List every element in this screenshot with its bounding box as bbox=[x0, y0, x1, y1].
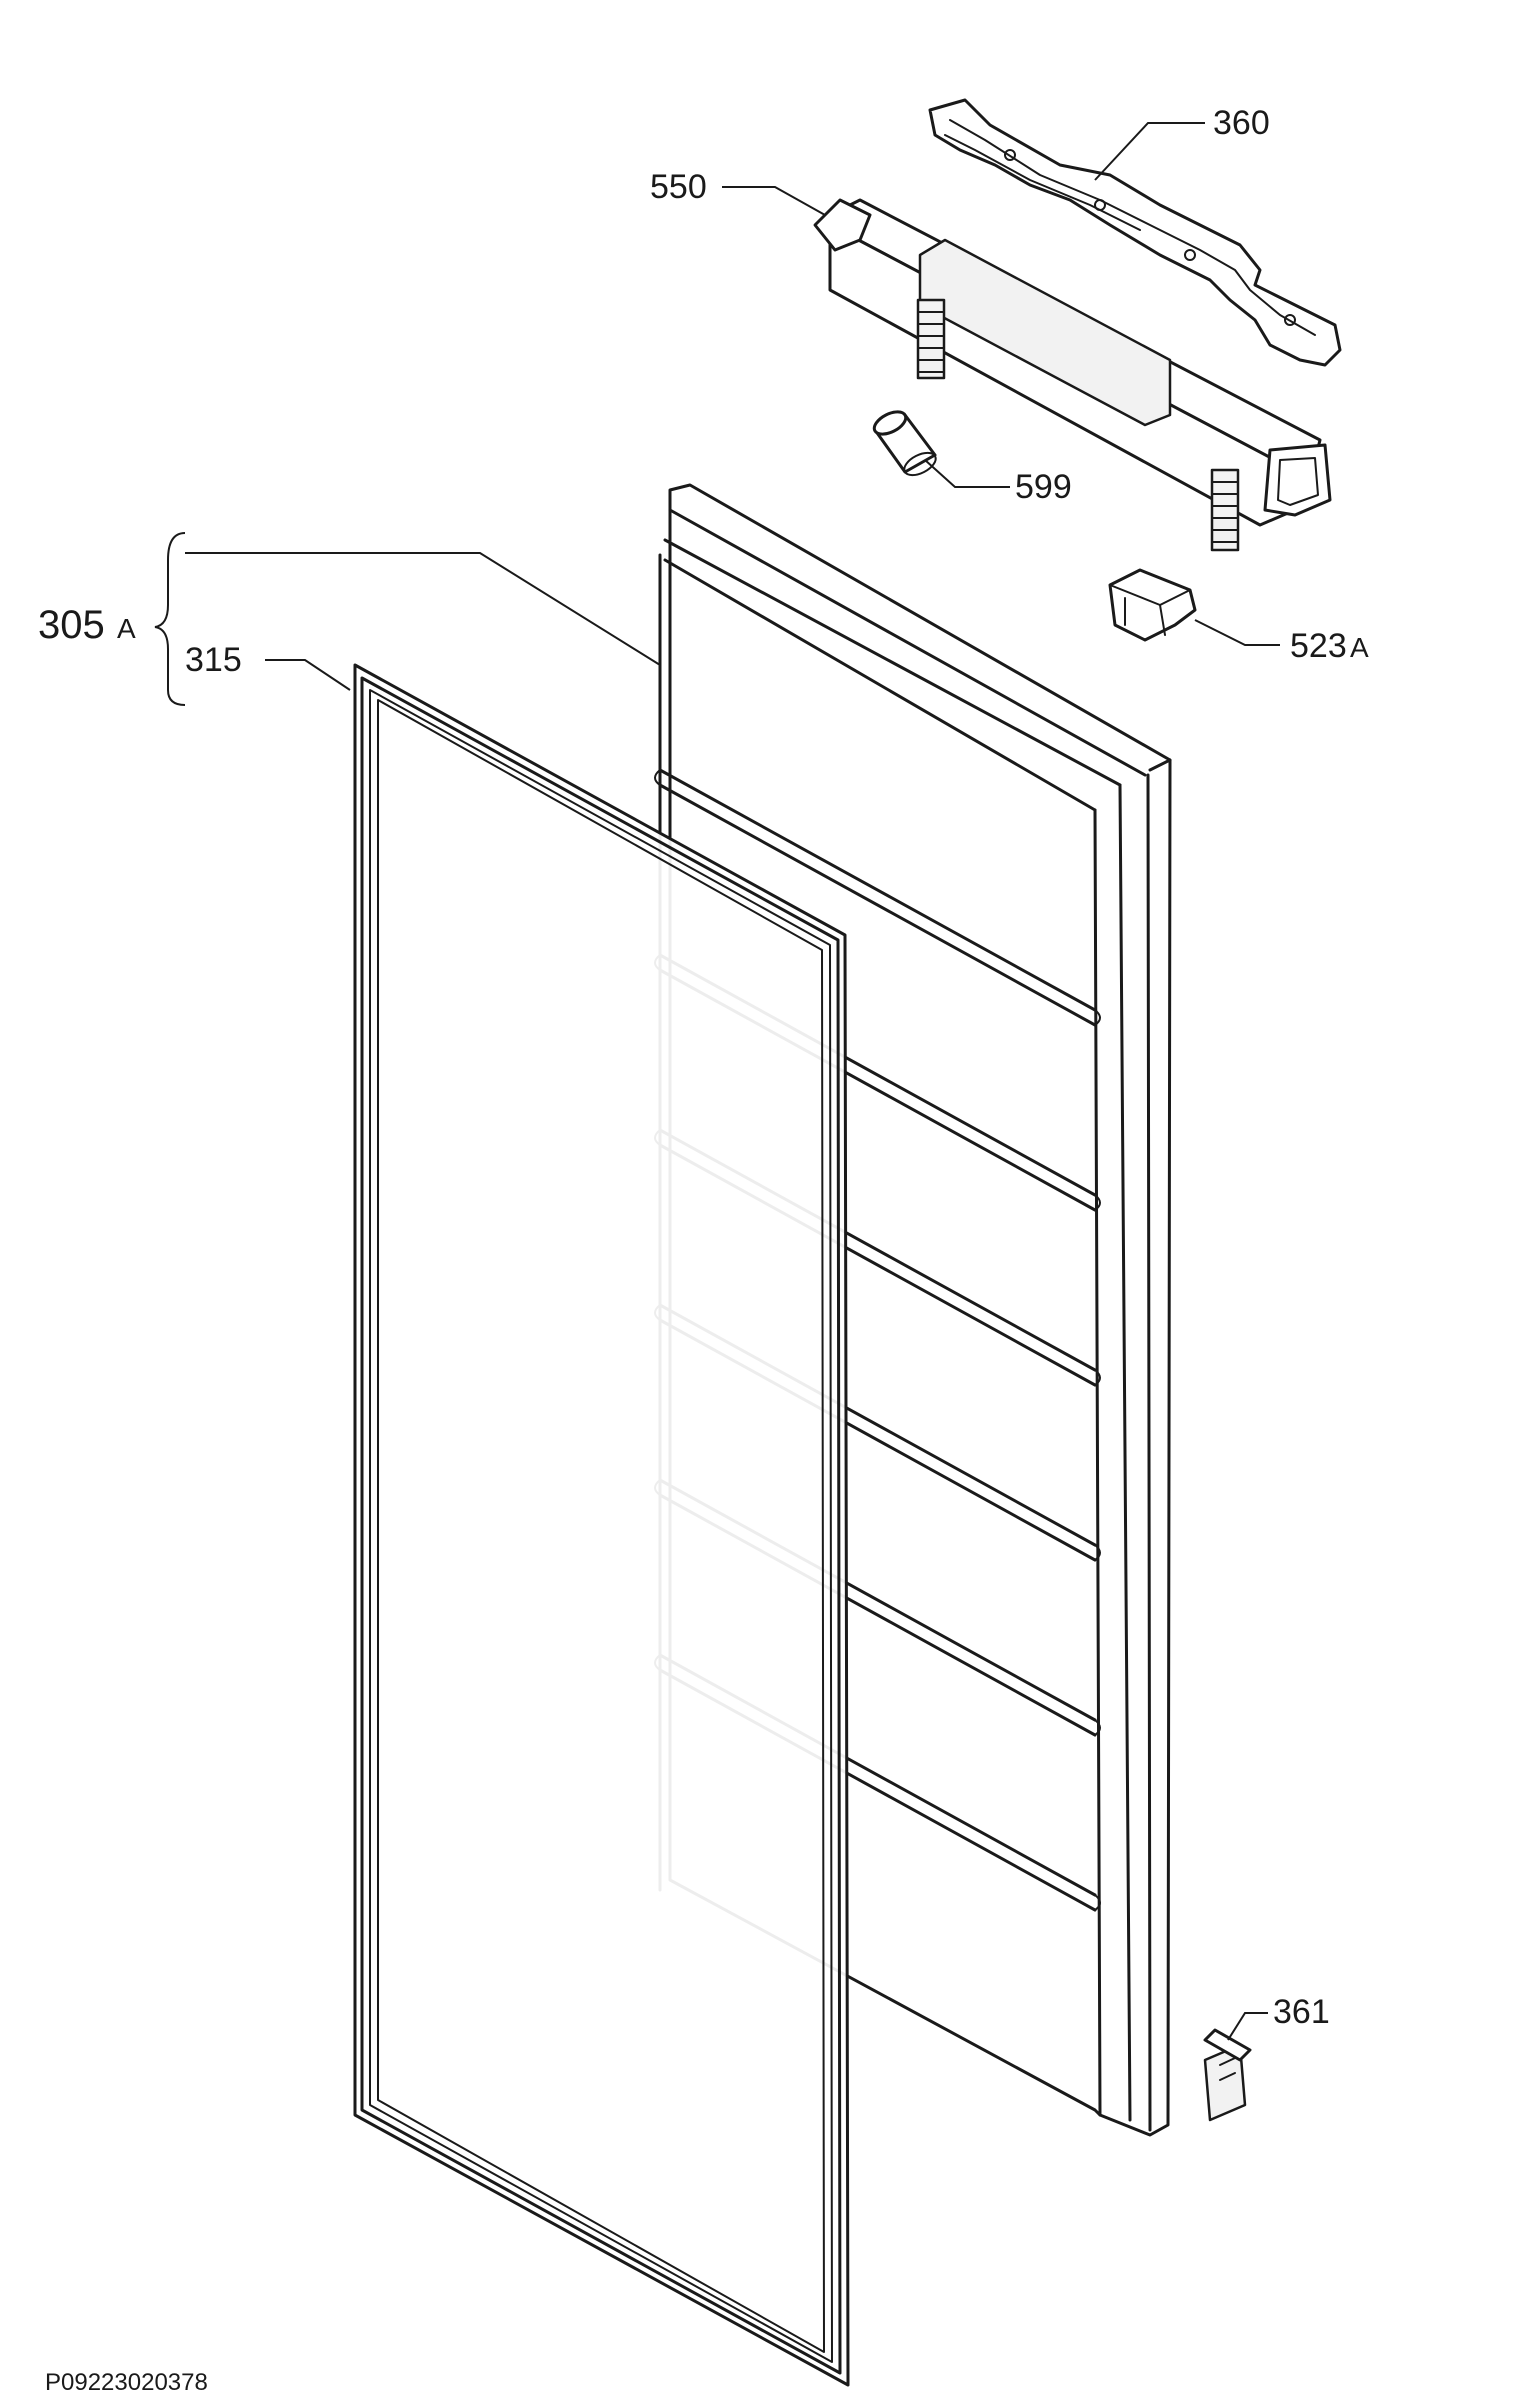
leader-550 bbox=[722, 186, 826, 216]
document-id: P09223020378 bbox=[45, 2369, 208, 2396]
leader-315 bbox=[265, 659, 351, 691]
callout-523: 523 bbox=[1290, 627, 1347, 665]
callout-361: 361 bbox=[1273, 1993, 1330, 2031]
callout-305: 305 bbox=[38, 603, 105, 647]
hinge-bracket-360 bbox=[928, 98, 1342, 367]
pin-599 bbox=[872, 410, 937, 477]
callout-315: 315 bbox=[185, 641, 242, 679]
leader-lines bbox=[154, 122, 1280, 2041]
callout-599: 599 bbox=[1015, 468, 1072, 506]
leader-305A bbox=[185, 552, 661, 666]
callout-360: 360 bbox=[1213, 104, 1270, 142]
leader-523A bbox=[1194, 619, 1280, 646]
callout-305-suffix: A bbox=[117, 613, 136, 644]
callout-labels: 360 550 599 523 A 361 305 A 315 bbox=[38, 104, 1369, 2031]
clip-361 bbox=[1203, 2028, 1252, 2122]
leader-599 bbox=[924, 459, 1010, 488]
handle-550 bbox=[813, 198, 1332, 552]
leader-361 bbox=[1227, 2012, 1268, 2041]
callout-523-suffix: A bbox=[1350, 632, 1369, 663]
brace-305A bbox=[154, 532, 186, 706]
leader-360 bbox=[1094, 122, 1205, 181]
callout-550: 550 bbox=[650, 168, 707, 206]
gasket-315 bbox=[353, 663, 850, 2387]
stop-block-523A bbox=[1108, 568, 1197, 642]
